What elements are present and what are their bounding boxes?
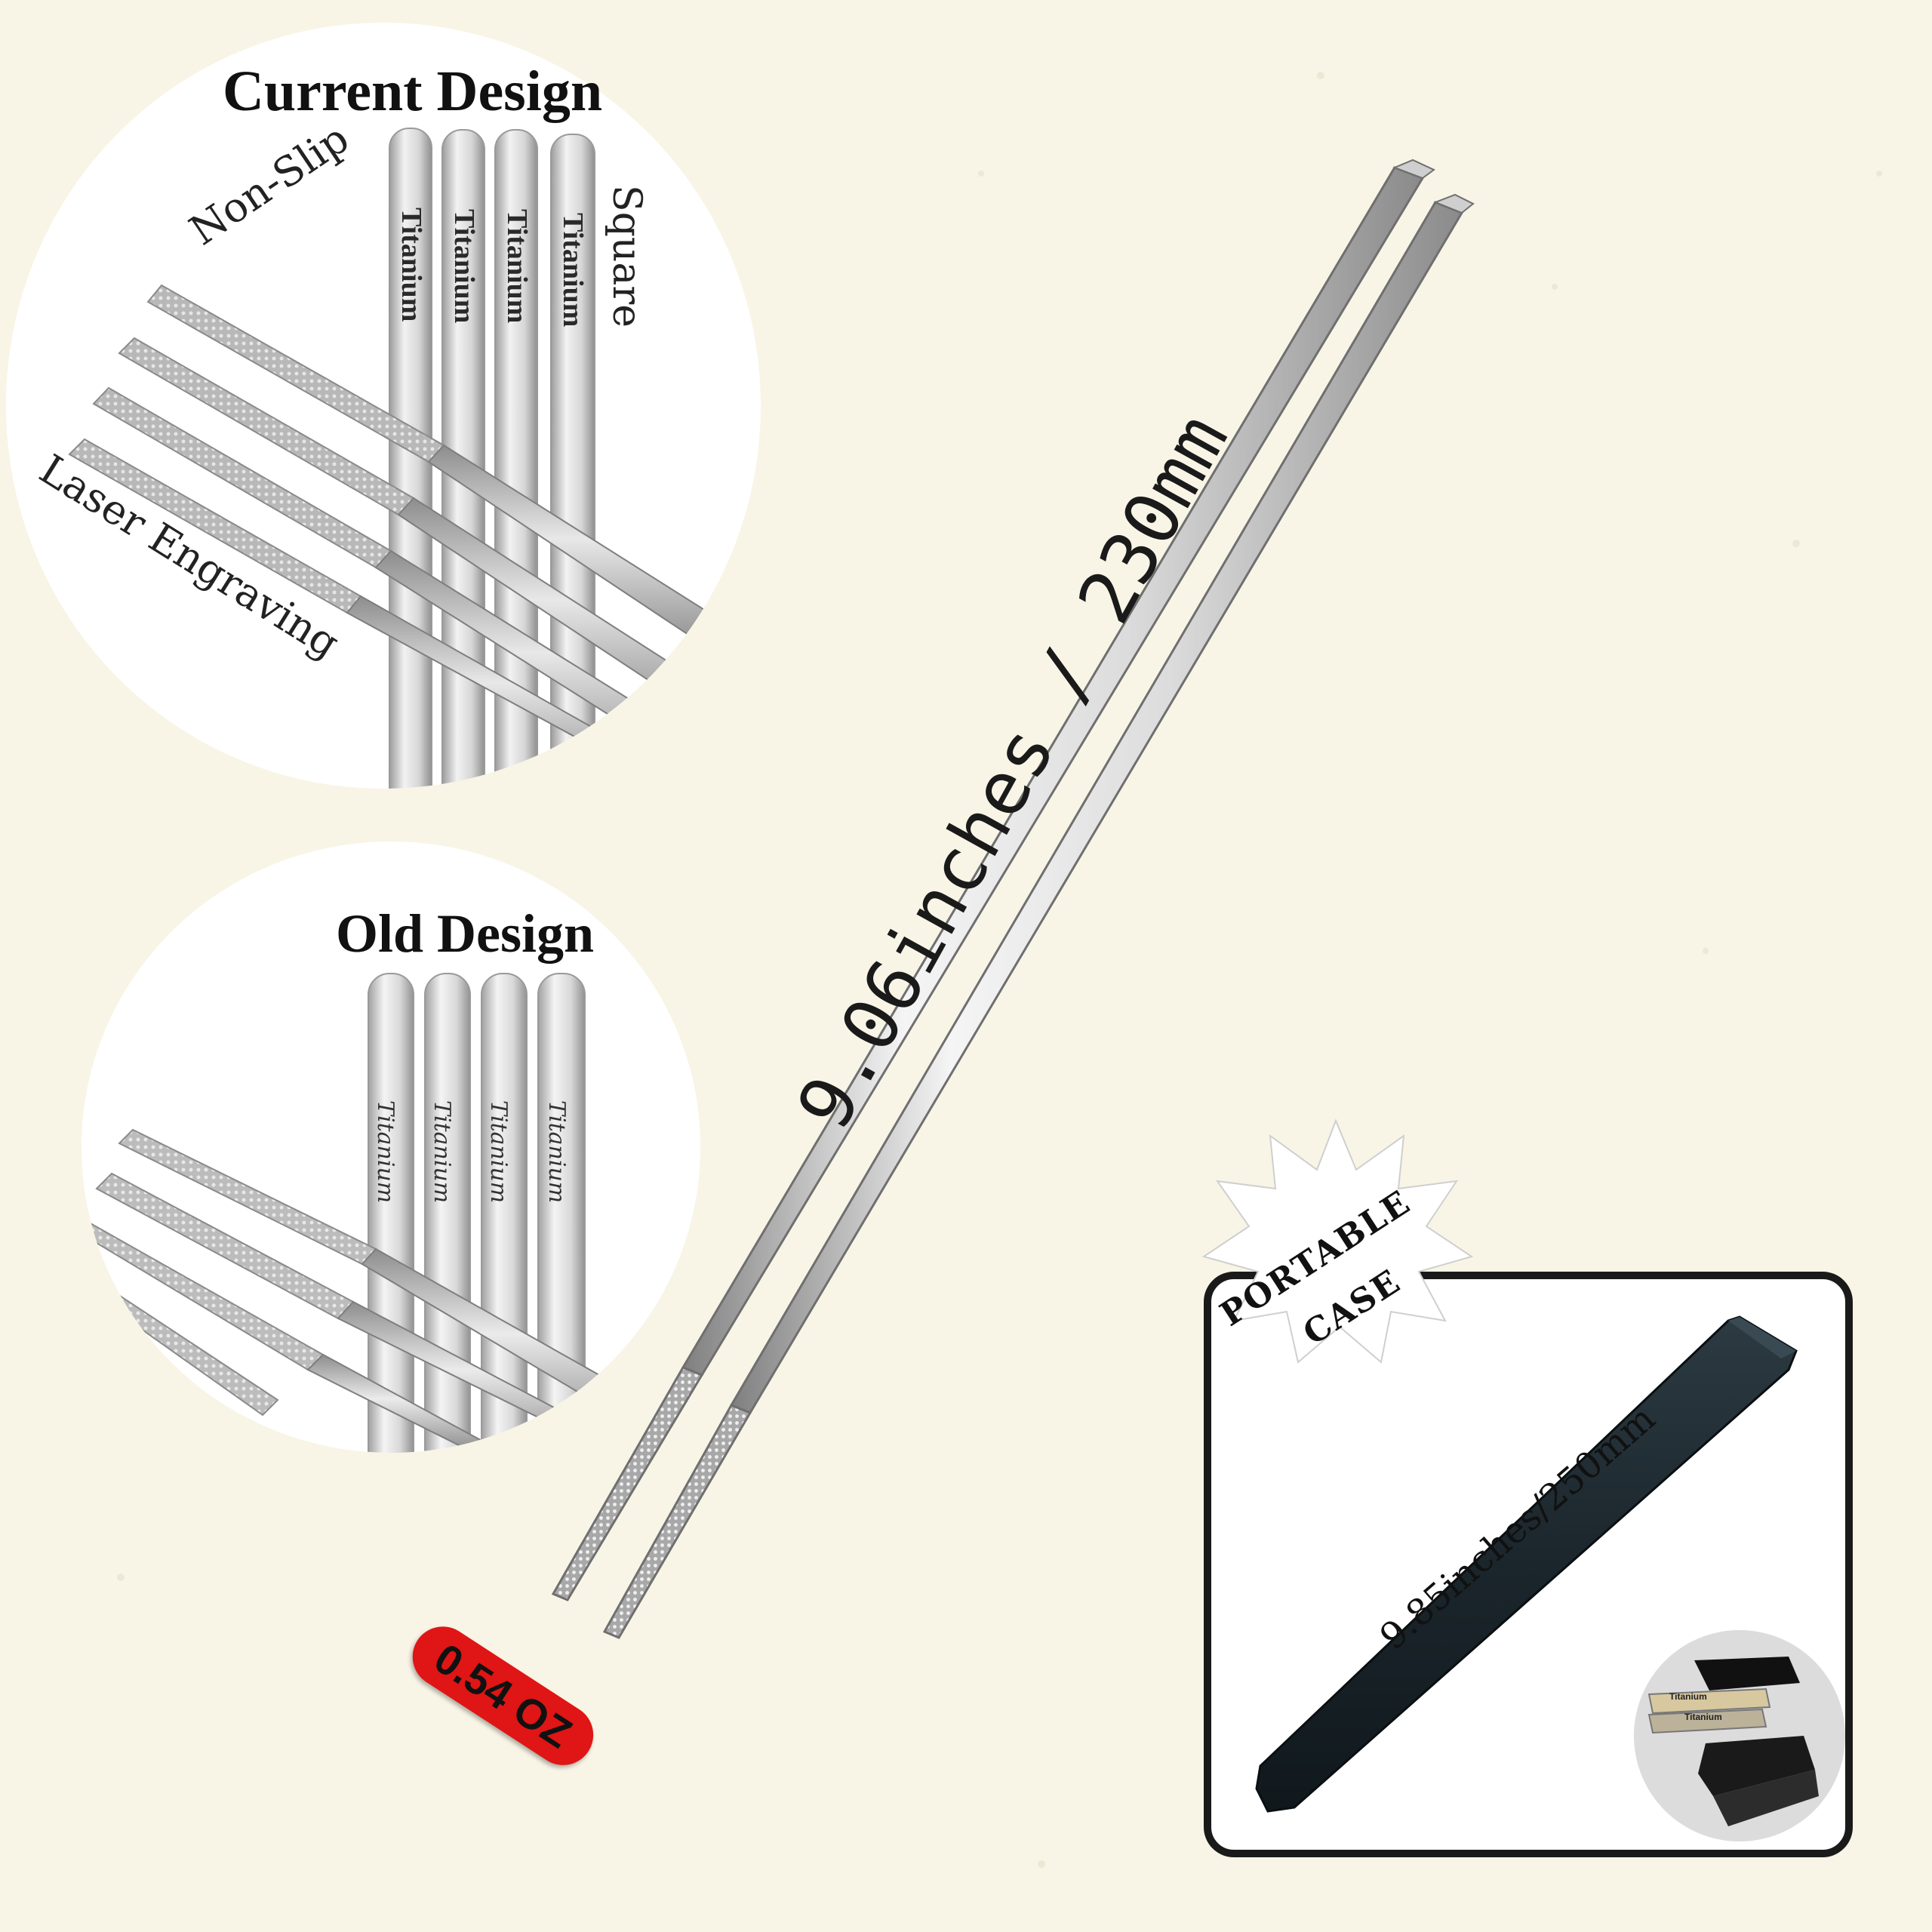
- current-design-chopsticks-illustration: [68, 128, 732, 789]
- old-design-title: Old Design: [336, 903, 595, 964]
- current-design-title: Current Design: [223, 60, 603, 123]
- old-design-circle: [82, 841, 700, 1453]
- portable-case-starburst: [1201, 1118, 1474, 1364]
- inset-engraving-text: Titanium: [1684, 1712, 1722, 1722]
- inset-engraving-text: Titanium: [1669, 1691, 1707, 1702]
- current-design-circle: [6, 23, 761, 789]
